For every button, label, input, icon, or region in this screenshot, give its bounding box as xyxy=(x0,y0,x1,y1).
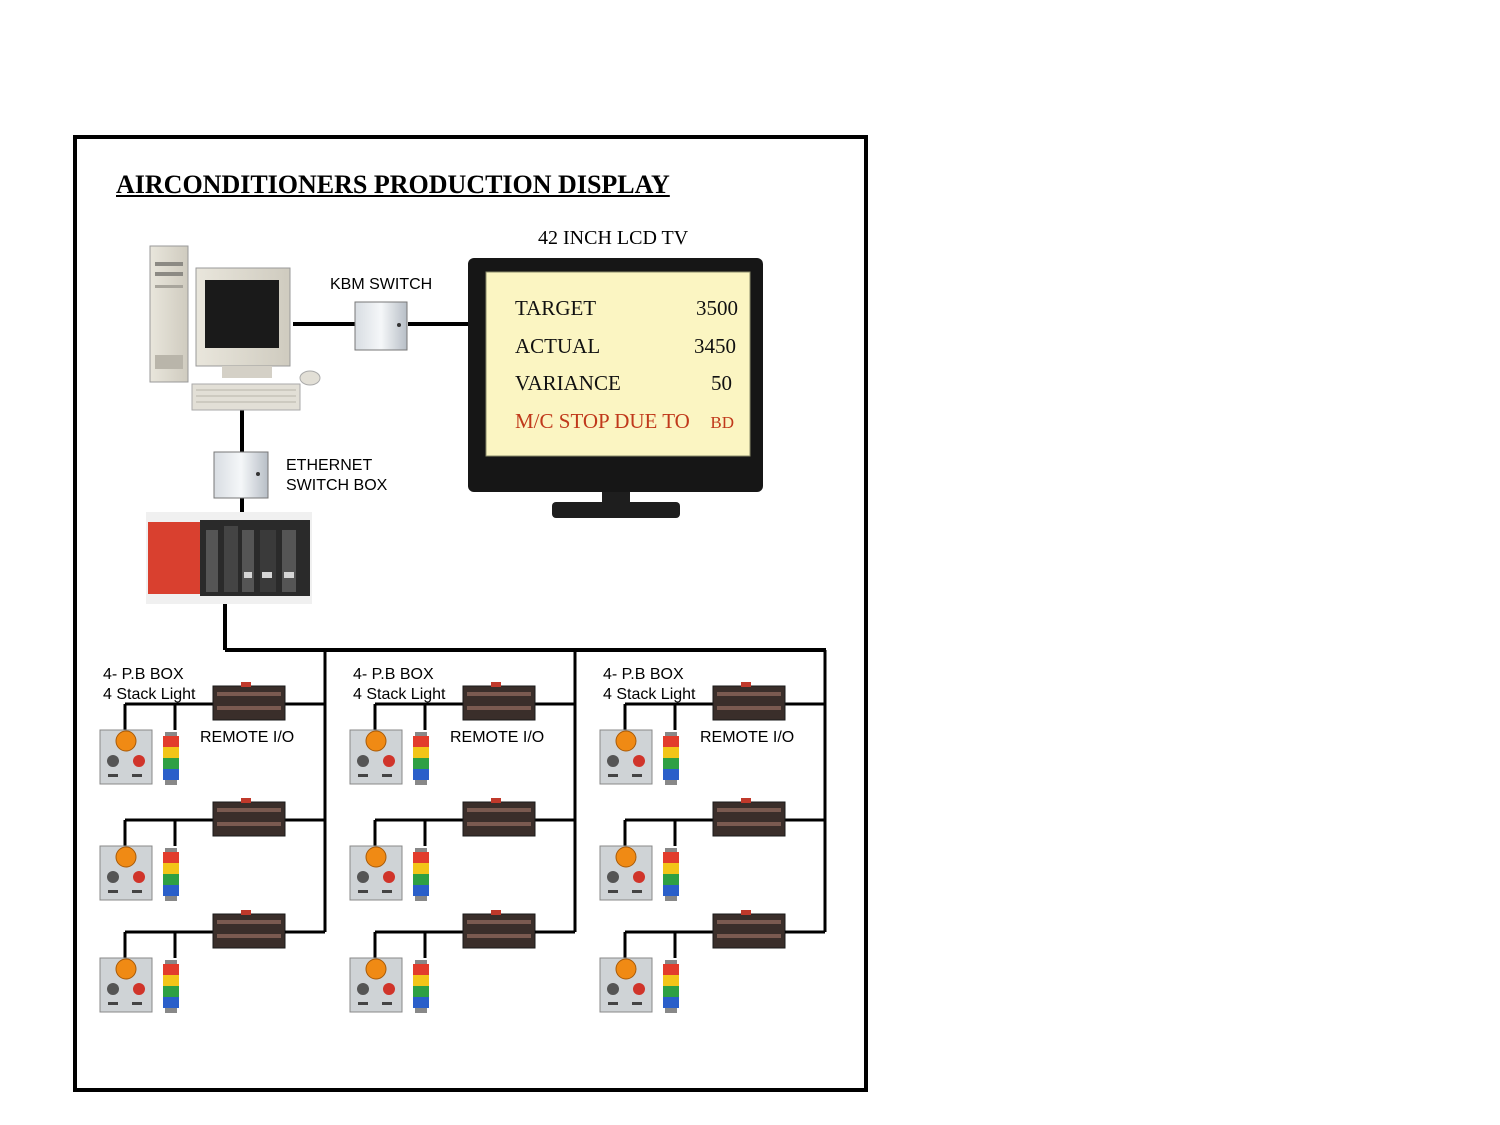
stack-light-icon xyxy=(413,960,429,1013)
plc-rack-icon xyxy=(146,512,312,604)
stack-light-icon xyxy=(163,848,179,901)
remote-io-module-icon xyxy=(462,798,536,837)
remote-io-module-icon xyxy=(462,910,536,949)
stack-light-icon xyxy=(663,848,679,901)
remote-io-module-icon xyxy=(712,910,786,949)
diagram-title: AIRCONDITIONERS PRODUCTION DISPLAY xyxy=(116,170,670,199)
tv-row-label: VARIANCE xyxy=(515,371,621,395)
pb-box-label: 4- P.B BOX xyxy=(603,666,684,683)
stack-light-icon xyxy=(163,732,179,785)
tv-row-value: 3500 xyxy=(696,296,738,320)
ethernet-label-line2: SWITCH BOX xyxy=(286,477,388,494)
desktop-computer-icon xyxy=(149,245,321,411)
remote-io-module-icon xyxy=(712,798,786,837)
push-button-box-icon xyxy=(99,957,153,1013)
remote-group xyxy=(599,650,827,1013)
remote-io-module-icon xyxy=(212,798,286,837)
stack-light-icon xyxy=(413,732,429,785)
stack-light-icon xyxy=(663,732,679,785)
push-button-box-icon xyxy=(349,729,403,785)
stack-light-icon xyxy=(413,848,429,901)
push-button-box-icon xyxy=(349,845,403,901)
tv-alert-value: BD xyxy=(710,413,734,432)
stack-light-icon xyxy=(663,960,679,1013)
push-button-box-icon xyxy=(349,957,403,1013)
pb-box-label: 4- P.B BOX xyxy=(353,666,434,683)
push-button-box-icon xyxy=(99,845,153,901)
push-button-box-icon xyxy=(599,845,653,901)
tv-row-value: 50 xyxy=(711,371,732,395)
remote-group xyxy=(99,650,327,1013)
tv-alert-label: M/C STOP DUE TO xyxy=(515,409,690,433)
stack-light-label: 4 Stack Light xyxy=(103,686,196,703)
diagram-frame xyxy=(73,135,868,1092)
remote-io-label: REMOTE I/O xyxy=(700,729,795,746)
push-button-box-icon xyxy=(599,957,653,1013)
remote-io-module-icon xyxy=(212,910,286,949)
push-button-box-icon xyxy=(99,729,153,785)
switch-box-icon xyxy=(354,301,408,351)
tv-row-value: 3450 xyxy=(694,334,736,358)
lcd-tv-icon xyxy=(468,258,763,518)
stack-light-icon xyxy=(163,960,179,1013)
remote-io-label: REMOTE I/O xyxy=(200,729,295,746)
tv-row-label: ACTUAL xyxy=(515,334,601,358)
kbm-switch-label: KBM SWITCH xyxy=(330,276,433,293)
switch-box-icon xyxy=(213,451,269,499)
stack-light-label: 4 Stack Light xyxy=(353,686,446,703)
remote-group xyxy=(349,650,577,1013)
remote-groups-layer xyxy=(99,650,827,1013)
remote-io-module-icon xyxy=(712,682,786,721)
pb-box-label: 4- P.B BOX xyxy=(103,666,184,683)
stack-light-label: 4 Stack Light xyxy=(603,686,696,703)
tv-label: 42 INCH LCD TV xyxy=(538,227,689,249)
remote-io-module-icon xyxy=(462,682,536,721)
tv-row-label: TARGET xyxy=(515,296,597,320)
remote-io-module-icon xyxy=(212,682,286,721)
ethernet-label-line1: ETHERNET xyxy=(286,457,373,474)
remote-io-label: REMOTE I/O xyxy=(450,729,545,746)
push-button-box-icon xyxy=(599,729,653,785)
